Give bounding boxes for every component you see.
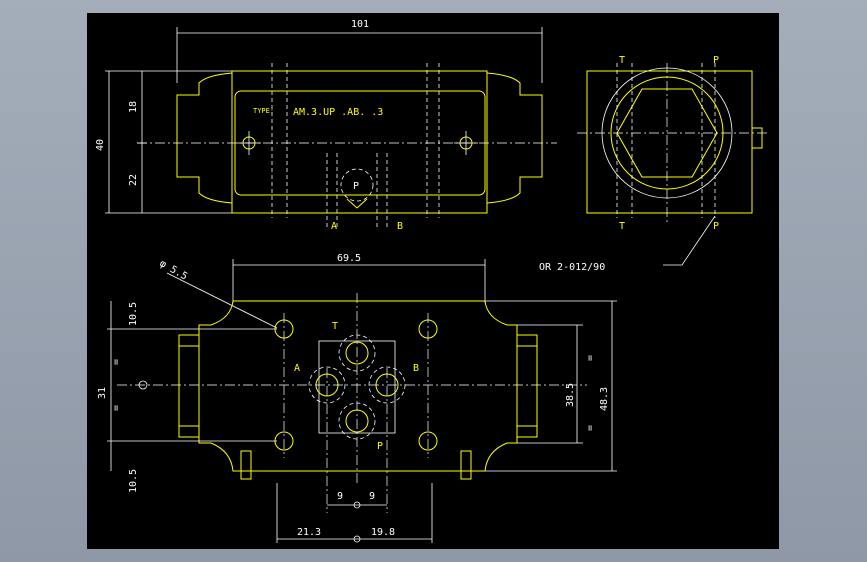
eq-mark-right-bottom: =: [585, 425, 596, 431]
label-t-side-bottom: T: [619, 221, 625, 232]
cad-drawing-canvas: 101 P TYPE: AM.3.UP .AB. .3: [87, 13, 779, 549]
label-b-bottom: B: [413, 363, 419, 374]
label-p-bottom: P: [377, 441, 383, 452]
eq-mark-right-top: =: [585, 355, 596, 361]
label-a-bottom: A: [294, 363, 300, 374]
dim-port-offset-right: 9: [369, 491, 375, 502]
seal-note: OR 2-012/90: [539, 262, 605, 273]
dim-body-width: 31: [97, 387, 108, 399]
left-end-plug: [176, 72, 233, 204]
mount-hole-br: [418, 431, 438, 451]
dim-hole-diameter: φ 5.5: [158, 258, 190, 283]
bolt-right: [460, 450, 472, 480]
seal-leader: [663, 215, 716, 266]
valve-body-side: [586, 70, 753, 214]
p-port-front: [340, 168, 374, 202]
dim-18: 18: [128, 101, 139, 113]
dim-edge-top: 10.5: [128, 302, 139, 326]
dim-overall-length: 101: [351, 19, 369, 30]
eq-mark-left-top: =: [111, 359, 122, 365]
side-view: T P T P OR 2-012/90: [539, 55, 767, 273]
label-p-side-top: P: [713, 55, 719, 66]
label-p-front: P: [353, 181, 359, 192]
dim-body-depth: 48.3: [599, 387, 610, 411]
eq-mark-left-bottom: =: [111, 405, 122, 411]
dim-hole-spacing: 69.5: [337, 253, 361, 264]
bolt-left: [240, 450, 252, 480]
drawing-svg: 101 P TYPE: AM.3.UP .AB. .3: [95, 19, 767, 543]
dim-port-to-ref-left: 21.3: [297, 527, 321, 538]
dim-40: 40: [95, 139, 106, 151]
bottom-cap-right: [517, 334, 538, 438]
label-a-front: A: [331, 221, 337, 232]
valve-body-bottom: [198, 300, 518, 472]
dim-port-to-ref-right: 19.8: [371, 527, 395, 538]
right-end-plug: [486, 72, 543, 204]
dim-edge-bottom: 10.5: [128, 469, 139, 493]
front-view: 101 P TYPE: AM.3.UP .AB. .3: [95, 19, 557, 232]
valve-body-front: [231, 70, 488, 214]
dim-22: 22: [128, 174, 139, 186]
type-label: TYPE:: [253, 107, 274, 115]
dim-port-span: 38.5: [565, 383, 576, 407]
dim-port-offset-left: 9: [337, 491, 343, 502]
label-t-side-top: T: [619, 55, 625, 66]
bottom-view: 69.5 φ 5.5 T A B P: [97, 253, 617, 543]
model-code: AM.3.UP .AB. .3: [293, 107, 383, 118]
bottom-cap-left: [178, 334, 199, 438]
label-b-front: B: [397, 221, 403, 232]
label-t-bottom: T: [332, 321, 338, 332]
label-p-side-bottom: P: [713, 221, 719, 232]
